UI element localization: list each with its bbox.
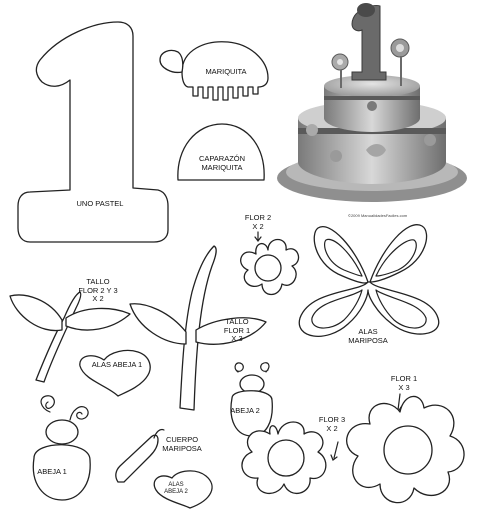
bee-1-shape <box>32 395 91 501</box>
butterfly-wings-inner <box>311 238 427 329</box>
bee-2-wings-shape <box>153 470 213 509</box>
label-alas-mariposa: ALAS MARIPOSA <box>348 327 388 345</box>
label-flor-2-top: FLOR 2 X 2 <box>244 213 272 231</box>
label-alas-abeja-2: ALAS ABEJA 2 <box>164 482 188 495</box>
label-alas-abeja-1: ALAS ABEJA 1 <box>91 360 143 369</box>
flower-3-shape <box>241 421 339 494</box>
flower-2-top-shape <box>240 231 300 296</box>
label-tallo-flor-2-3: TALLO FLOR 2 Y 3 X 2 <box>78 277 118 303</box>
stem-flower-1-shape <box>129 245 267 411</box>
bee-2-shape <box>230 362 273 437</box>
flower-1-shape <box>346 393 465 504</box>
stem-flower-23-shape <box>9 291 131 383</box>
ladybug-shell-shape <box>177 123 265 181</box>
label-caparazon-mariquita: CAPARAZÓN MARIQUITA <box>198 154 246 172</box>
butterfly-body-shape <box>115 434 159 483</box>
label-flor-1: FLOR 1 X 3 <box>390 374 418 392</box>
butterfly-antenna <box>153 428 165 439</box>
label-abeja-1: ABEJA 1 <box>37 467 67 476</box>
label-abeja-2: ABEJA 2 <box>230 406 260 415</box>
label-mariquita: MARIQUITA <box>205 67 247 76</box>
label-tallo-flor-1: TALLO FLOR 1 X 3 <box>223 317 251 343</box>
ladybug-shape <box>181 41 269 101</box>
label-uno-pastel: UNO PASTEL <box>76 199 124 208</box>
bee-1-wings-shape <box>79 349 151 397</box>
label-cuerpo-mariposa: CUERPO MARIPOSA <box>162 435 202 453</box>
label-flor-3: FLOR 3 X 2 <box>318 415 346 433</box>
butterfly-wings-shape <box>298 224 440 337</box>
number-one-shape <box>17 21 169 243</box>
ladybug-head-shape <box>159 49 184 74</box>
photo-credit: ©2009 ManualidadesFaciles.com <box>348 213 408 218</box>
cake-photo <box>277 3 467 202</box>
